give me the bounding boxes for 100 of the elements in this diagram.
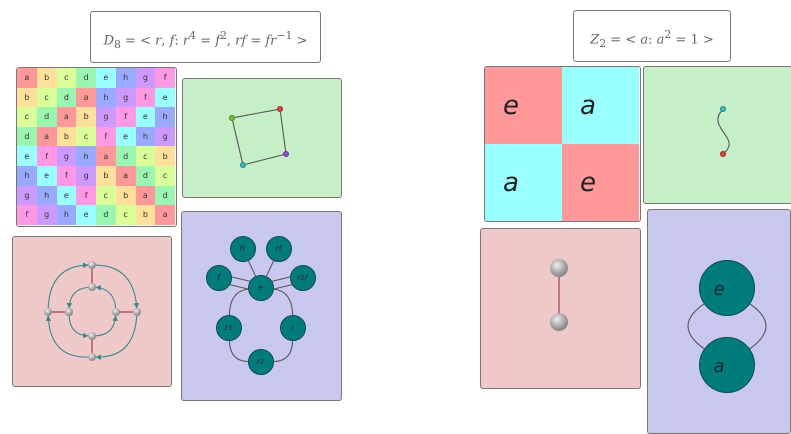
edge-line bbox=[228, 340, 248, 362]
table-cell: g bbox=[17, 186, 37, 206]
edge-line bbox=[248, 260, 256, 276]
table-cell: f bbox=[17, 205, 37, 225]
graph-panel bbox=[480, 228, 641, 389]
table-cell: g bbox=[155, 126, 175, 146]
vertex-circle: a bbox=[698, 336, 754, 392]
vertex-circle: r bbox=[280, 314, 306, 340]
edge-line bbox=[232, 120, 243, 162]
table-cell: a bbox=[36, 126, 56, 146]
table-cell: b bbox=[116, 186, 136, 206]
vertex-circle: f bbox=[206, 264, 232, 290]
table-cell: c bbox=[36, 88, 56, 108]
table-cell: a bbox=[562, 67, 639, 144]
vertex-dot bbox=[720, 150, 726, 156]
graph-panel bbox=[643, 66, 791, 204]
vertex-circle: rf bbox=[266, 236, 292, 262]
table-cell: h bbox=[116, 68, 136, 88]
table-cell: h bbox=[96, 88, 116, 108]
edge-line bbox=[228, 288, 248, 316]
edge-line bbox=[558, 277, 560, 313]
table-cell: h bbox=[155, 107, 175, 127]
table-cell: a bbox=[96, 146, 116, 166]
table-cell: b bbox=[36, 68, 56, 88]
edge-line bbox=[266, 260, 274, 276]
table-cell: d bbox=[116, 146, 136, 166]
table-cell: e bbox=[76, 205, 96, 225]
edge-line bbox=[688, 303, 704, 350]
edge-line bbox=[230, 284, 248, 290]
graph-panel bbox=[182, 78, 342, 198]
arrow bbox=[68, 316, 89, 338]
vertex-sphere bbox=[112, 308, 120, 316]
table-cell: h bbox=[36, 186, 56, 206]
edge-line bbox=[750, 303, 766, 350]
edge-line bbox=[91, 269, 93, 283]
table-cell: a bbox=[136, 186, 156, 206]
cayley-table bbox=[484, 66, 641, 222]
table-cell: g bbox=[36, 205, 56, 225]
table-cell: a bbox=[56, 107, 76, 127]
table-cell: f bbox=[36, 146, 56, 166]
table-cell: g bbox=[116, 88, 136, 108]
table-cell: h bbox=[76, 146, 96, 166]
table-cell: d bbox=[155, 186, 175, 206]
table-cell: h bbox=[56, 205, 76, 225]
table-cell: a bbox=[17, 68, 37, 88]
vertex-dot bbox=[240, 162, 246, 168]
vertex-sphere bbox=[550, 312, 568, 330]
arrow bbox=[95, 316, 138, 360]
vertex-sphere bbox=[132, 308, 140, 316]
table-cell: f bbox=[96, 126, 116, 146]
vertex-sphere bbox=[88, 260, 96, 268]
edge-line bbox=[717, 111, 730, 152]
vertex-sphere bbox=[44, 308, 52, 316]
vertex-dot bbox=[720, 106, 726, 112]
vertex-sphere bbox=[550, 258, 568, 276]
table-cell: a bbox=[76, 88, 96, 108]
graph-panel bbox=[647, 209, 791, 434]
table-cell: d bbox=[96, 205, 116, 225]
formula-box: Z$_{2}$ = < a: a$^{2}$ = 1 > bbox=[573, 10, 731, 62]
table-cell: h bbox=[17, 166, 37, 186]
table-cell: c bbox=[155, 166, 175, 186]
table-cell: c bbox=[76, 126, 96, 146]
graph-panel bbox=[181, 211, 342, 401]
vertex-sphere bbox=[88, 282, 96, 290]
table-cell: e bbox=[155, 88, 175, 108]
arrow bbox=[96, 315, 118, 336]
table-cell: b bbox=[136, 205, 156, 225]
table-cell: f bbox=[116, 107, 136, 127]
table-cell: e bbox=[136, 107, 156, 127]
arrow bbox=[48, 262, 89, 308]
edge-line bbox=[280, 112, 286, 152]
table-cell: a bbox=[485, 144, 562, 221]
vertex-dot bbox=[276, 106, 282, 112]
vertex-sphere bbox=[64, 308, 72, 316]
arrow bbox=[96, 264, 139, 309]
arrow bbox=[46, 315, 88, 358]
arrow bbox=[66, 286, 88, 309]
table-cell: b bbox=[96, 166, 116, 186]
table-cell: g bbox=[76, 166, 96, 186]
graph-panel bbox=[12, 236, 172, 387]
table-cell: g bbox=[136, 68, 156, 88]
edge-line bbox=[274, 284, 292, 290]
table-cell: e bbox=[17, 146, 37, 166]
table-cell: d bbox=[136, 166, 156, 186]
table-cell: g bbox=[96, 107, 116, 127]
vertex-circle: e bbox=[248, 274, 274, 300]
table-cell: b bbox=[76, 107, 96, 127]
edge-line bbox=[274, 288, 294, 316]
edge-line bbox=[234, 109, 278, 118]
cayley-table bbox=[16, 67, 177, 227]
vertex-sphere bbox=[88, 352, 96, 360]
table-cell: f bbox=[56, 166, 76, 186]
vertex-circle: fr bbox=[230, 236, 256, 262]
vertex-sphere bbox=[88, 332, 96, 340]
edge-line bbox=[52, 311, 65, 313]
edge-line bbox=[272, 276, 290, 282]
table-cell: e bbox=[485, 67, 562, 144]
edge-line bbox=[274, 340, 294, 362]
table-cell: e bbox=[562, 144, 639, 221]
table-cell: e bbox=[56, 186, 76, 206]
